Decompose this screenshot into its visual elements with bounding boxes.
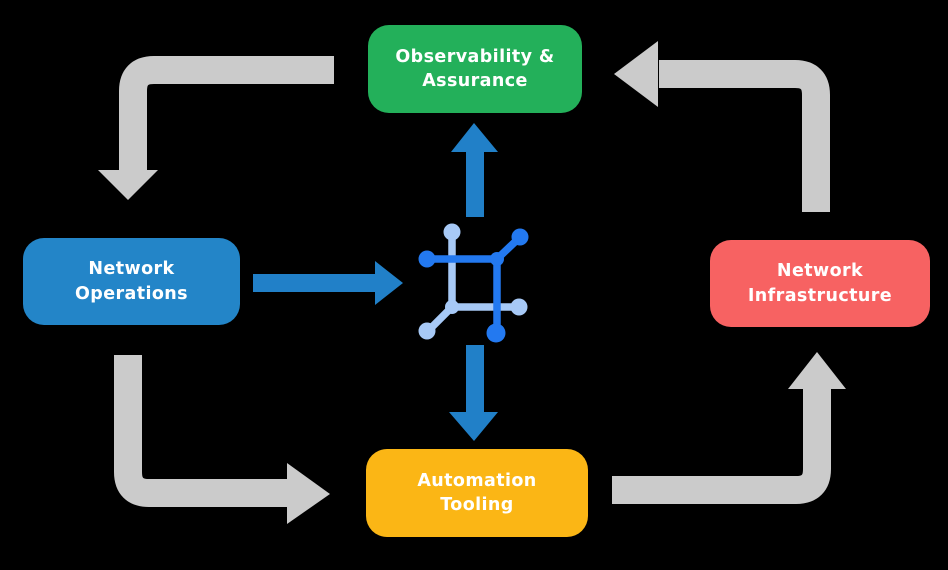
arrow-center-to-observability	[451, 123, 498, 217]
mesh-node-left-stub	[418, 250, 436, 268]
arrow-shaft	[612, 389, 831, 504]
node-label-line: Network	[88, 259, 175, 280]
arrow-operations-to-center	[253, 261, 403, 305]
node-network-operations: Network Operations	[23, 238, 240, 325]
mesh-node-top-stub	[443, 223, 461, 241]
mesh-corner-bl	[445, 300, 459, 314]
node-label-line: Observability &	[395, 46, 555, 67]
arrow-head-right	[287, 463, 330, 524]
node-label-line: Tooling	[440, 495, 514, 515]
mesh-node-diag-tr	[511, 228, 529, 246]
node-label-line: Infrastructure	[747, 285, 893, 306]
arrow-automation-to-infrastructure	[612, 352, 846, 504]
node-observability-assurance: Observability & Assurance	[368, 25, 582, 113]
arrow-observability-to-operations	[98, 56, 334, 200]
arrow-infrastructure-to-observability	[614, 41, 830, 212]
arrow-head-up	[788, 352, 846, 389]
mesh-node-diag-bl	[418, 322, 436, 340]
mesh-corner-tr	[490, 252, 504, 266]
arrow-center-to-automation	[449, 345, 498, 441]
arrow-shaft	[659, 60, 830, 212]
mesh-node-right-stub	[510, 298, 528, 316]
node-network-infrastructure: Network Infrastructure	[710, 240, 930, 327]
arrow-operations-to-automation	[114, 355, 330, 524]
node-label-line: Automation	[417, 470, 537, 491]
arrow-head-left	[614, 41, 658, 107]
node-label-line: Network	[776, 261, 864, 282]
mesh-node-bottom-stub	[486, 323, 506, 343]
arrow-head-down	[98, 170, 158, 200]
node-label-line: Operations	[75, 283, 188, 304]
node-automation-tooling: Automation Tooling	[366, 449, 588, 537]
node-label-line: Assurance	[422, 71, 528, 91]
network-mesh-icon	[418, 223, 529, 343]
arrow-shaft	[114, 355, 288, 507]
arrow-shaft	[119, 56, 334, 172]
